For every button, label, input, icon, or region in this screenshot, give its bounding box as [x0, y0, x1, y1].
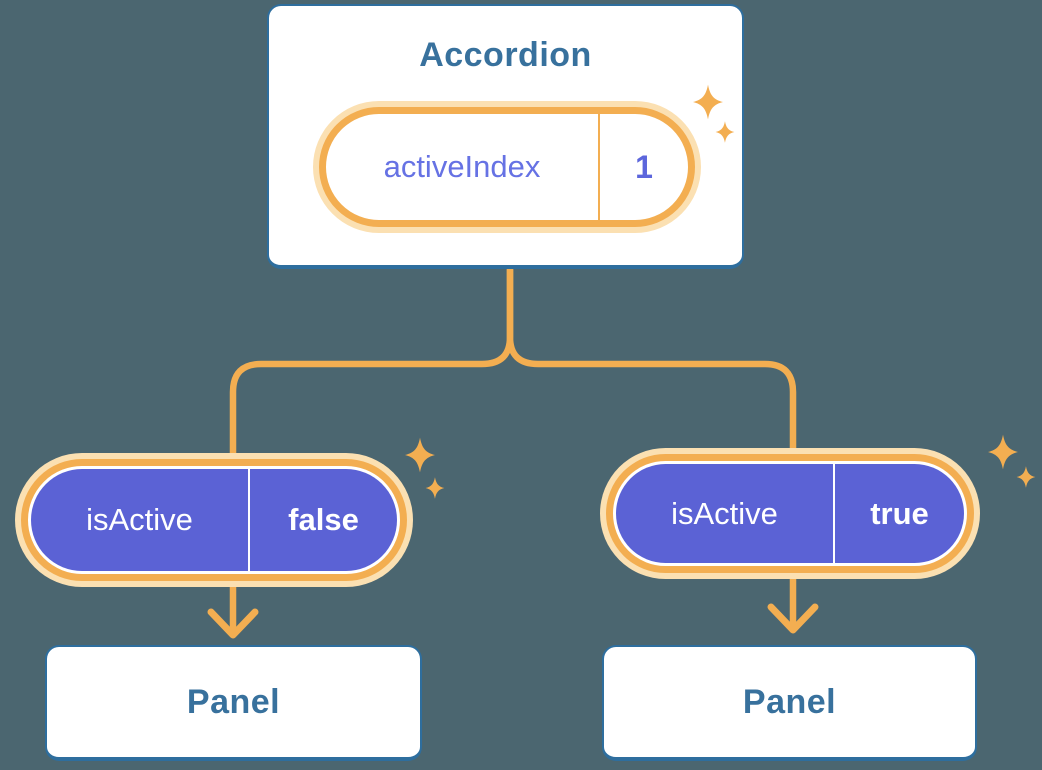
isactive-label: isActive	[86, 502, 193, 537]
sparkle-icon	[1016, 466, 1036, 488]
isactive-pill-right-body: isActive true	[616, 464, 964, 563]
sparkle-icon	[988, 434, 1018, 470]
pill-divider	[833, 464, 835, 563]
branch-line-right	[506, 266, 797, 633]
isactive-label: isActive	[671, 495, 778, 531]
isactive-value: true	[870, 495, 929, 531]
isactive-pill-left: isActive false	[21, 459, 407, 581]
panel-card-right: Panel	[602, 645, 977, 761]
arrowhead-icon	[767, 603, 819, 634]
panel-title: Panel	[742, 682, 837, 721]
panel-title: Panel	[186, 682, 281, 721]
accordion-state-pill: activeIndex 1	[319, 107, 695, 227]
state-pill-label: activeIndex	[383, 149, 541, 184]
arrowhead-icon	[207, 608, 259, 639]
pill-divider	[598, 114, 600, 220]
isactive-pill-right: isActive true	[606, 454, 974, 573]
sparkle-icon	[405, 437, 435, 473]
state-pill-value: 1	[635, 148, 653, 185]
accordion-title: Accordion	[419, 36, 592, 74]
sparkle-icon	[425, 477, 445, 499]
panel-card-left: Panel	[45, 645, 422, 761]
isactive-value: false	[288, 502, 359, 537]
isactive-pill-left-body: isActive false	[31, 469, 397, 571]
